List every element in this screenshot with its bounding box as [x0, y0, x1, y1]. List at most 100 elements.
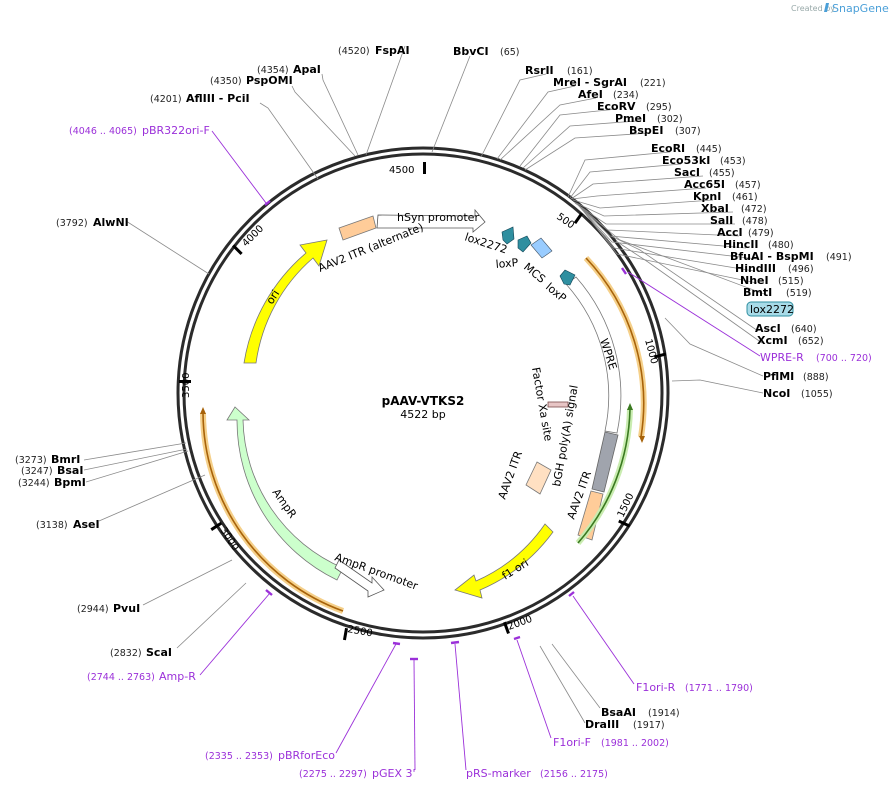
enzyme-name[interactable]: AscI — [755, 322, 781, 335]
enzyme-name[interactable]: BmtI — [743, 286, 772, 299]
primer-range: (4046 .. 4065) — [69, 126, 137, 137]
tick-label: 4500 — [389, 165, 414, 176]
primer-name[interactable]: WPRE-R — [760, 351, 804, 364]
enzyme-position: (478) — [742, 216, 768, 227]
bgh-polya-block[interactable] — [591, 431, 619, 493]
enzyme-name[interactable]: XbaI — [701, 202, 729, 215]
lox2272-arrow[interactable] — [501, 226, 515, 245]
enzyme-name[interactable]: PflMI — [763, 370, 794, 383]
tick-mark — [653, 352, 667, 359]
enzyme-name[interactable]: AflIII - PciI — [186, 92, 250, 105]
enzyme-name[interactable]: FspAI — [375, 44, 410, 57]
enzyme-name[interactable]: KpnI — [693, 190, 721, 203]
loxp-2-arrow[interactable] — [559, 269, 576, 286]
enzyme-name[interactable]: AseI — [73, 518, 100, 531]
enzyme-name[interactable]: PvuI — [113, 602, 140, 615]
primer-name[interactable]: F1ori-R — [636, 681, 676, 694]
ampr-arrow[interactable] — [226, 406, 344, 581]
enzyme-name[interactable]: NcoI — [763, 387, 790, 400]
enzyme-name[interactable]: ApaI — [293, 63, 321, 76]
ampr-promoter-arrow[interactable] — [334, 559, 385, 598]
aav2-itr-right-block[interactable] — [577, 490, 604, 541]
enzyme-position: (3244) — [18, 478, 50, 489]
enzyme-name[interactable]: ScaI — [146, 646, 172, 659]
primer-name[interactable]: Amp-R — [159, 670, 196, 683]
aav2-itr-inner-label: AAV2 ITR — [496, 449, 526, 501]
hsyn-promoter-label: hSyn promoter — [397, 211, 479, 224]
enzyme-name[interactable]: BpmI — [54, 476, 86, 489]
orf-orange-right-arc[interactable] — [585, 257, 645, 438]
primer-name[interactable]: F1ori-F — [553, 736, 591, 749]
enzyme-name[interactable]: EcoRI — [651, 142, 685, 155]
tick-mark — [618, 519, 631, 528]
enzyme-name[interactable]: AlwNI — [93, 216, 129, 229]
tick-mark — [232, 244, 243, 255]
enzyme-name[interactable]: MreI - SgrAI — [553, 76, 627, 89]
enzyme-name[interactable]: BbvCI — [453, 45, 489, 58]
enzyme-name[interactable]: PmeI — [615, 112, 646, 125]
enzyme-name[interactable]: BsaAI — [601, 706, 636, 719]
enzyme-position: (461) — [732, 192, 758, 203]
mcs-block[interactable] — [530, 237, 553, 259]
enzyme-name[interactable]: AfeI — [578, 88, 603, 101]
enzyme-name[interactable]: BsaI — [57, 464, 83, 477]
primer-range: (700 .. 720) — [816, 353, 872, 364]
enzyme-position: (1055) — [801, 389, 833, 400]
enzyme-name[interactable]: SacI — [674, 166, 700, 179]
primer-leader-lines — [199, 130, 761, 771]
snapgene-logo-icon — [824, 3, 829, 12]
enzyme-name[interactable]: SalI — [710, 214, 733, 227]
tick-mark — [179, 380, 191, 383]
enzyme-name[interactable]: AccI — [717, 226, 743, 239]
enzyme-name[interactable]: RsrII — [525, 64, 554, 77]
enzyme-position: (888) — [803, 372, 829, 383]
enzyme-name[interactable]: PspOMI — [246, 74, 293, 87]
enzyme-name[interactable]: HindIII — [735, 262, 776, 275]
loxp-1-arrow[interactable] — [517, 235, 532, 253]
wpre-arrow[interactable] — [565, 276, 622, 434]
enzyme-name[interactable]: BspEI — [629, 124, 663, 137]
enzyme-name[interactable]: BmrI — [51, 453, 80, 466]
wpre-label: WPRE — [597, 337, 619, 372]
enzyme-position: (4354) — [257, 65, 289, 76]
aav2-itr-alternate-block[interactable] — [338, 215, 377, 241]
enzyme-name[interactable]: Eco53kI — [662, 154, 710, 167]
enzyme-labels: FspAI(4520)BbvCI(65)ApaI(4354)RsrII(161)… — [15, 44, 852, 731]
enzyme-name[interactable]: DraIII — [585, 718, 619, 731]
tick-mark — [423, 162, 426, 174]
orf-orange-right-arrowhead — [639, 436, 645, 443]
primer-name[interactable]: pBR322ori-F — [142, 124, 210, 137]
ori-arrow[interactable] — [243, 239, 328, 364]
enzyme-name[interactable]: XcmI — [757, 334, 788, 347]
enzyme-position: (479) — [748, 228, 774, 239]
enzyme-position: (480) — [768, 240, 794, 251]
aav2-itr-inner-block[interactable] — [525, 461, 552, 495]
enzyme-leader-lines — [83, 45, 768, 724]
hsyn-promoter-arrow[interactable] — [376, 208, 486, 233]
primer-name[interactable]: pRS-marker — [466, 767, 531, 780]
enzyme-name[interactable]: Acc65I — [684, 178, 725, 191]
factor-xa-site-block[interactable] — [547, 401, 569, 408]
enzyme-position: (295) — [646, 102, 672, 113]
orf-orange-left-arc[interactable] — [202, 412, 344, 612]
enzyme-position: (652) — [798, 336, 824, 347]
lox2272-highlight-badge[interactable] — [746, 301, 794, 317]
enzyme-name[interactable]: BfuAI - BspMI — [730, 250, 814, 263]
enzyme-position: (515) — [778, 276, 804, 287]
enzyme-position: (3247) — [21, 466, 53, 477]
tick-label: 2500 — [346, 624, 373, 639]
enzyme-position: (455) — [709, 168, 735, 179]
tick-label: 500 — [554, 211, 576, 231]
enzyme-position: (3138) — [36, 520, 68, 531]
backbone-outer-ring — [176, 146, 670, 640]
primer-name[interactable]: pGEX 3' — [372, 767, 416, 780]
enzyme-position: (2944) — [77, 604, 109, 615]
backbone-inner-ring — [182, 152, 664, 634]
primer-name[interactable]: pBRforEco — [278, 749, 335, 762]
orf-green-right-arc[interactable] — [577, 408, 631, 544]
enzyme-name[interactable]: HincII — [723, 238, 759, 251]
enzyme-name[interactable]: EcoRV — [597, 100, 636, 113]
enzyme-name[interactable]: NheI — [740, 274, 769, 287]
f1-ori-arrow[interactable] — [454, 523, 554, 599]
